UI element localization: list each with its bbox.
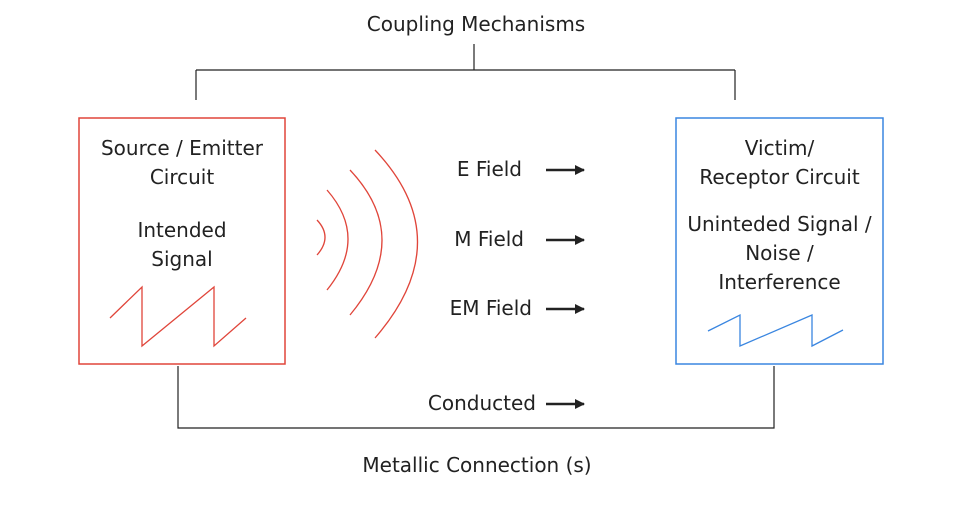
victim-title-line-2: Receptor Circuit [699, 165, 860, 189]
victim-signal-line-1: Uninteded Signal / [687, 212, 872, 236]
victim-signal-line-2: Noise / [745, 241, 814, 265]
intended-signal-waveform [109, 285, 247, 348]
source-signal-label: Intended Signal [79, 216, 285, 274]
metallic-connection-line [177, 366, 775, 429]
radiation-wave-4 [374, 149, 419, 339]
source-title-line-2: Circuit [149, 165, 215, 189]
radiation-wave-3 [349, 169, 383, 316]
source-signal-line-1: Intended [137, 218, 227, 242]
diagram-title: Coupling Mechanisms [366, 12, 586, 36]
victim-title-line-1: Victim/ [744, 136, 815, 160]
metallic-connection-label: Metallic Connection (s) [362, 453, 592, 477]
conducted-label: Conducted [427, 391, 536, 415]
victim-signal-label: Uninteded Signal / Noise / Interference [676, 210, 883, 297]
source-title: Source / Emitter Circuit [79, 134, 285, 192]
victim-signal-line-3: Interference [718, 270, 841, 294]
radiation-wave-2 [326, 189, 349, 291]
e-field-label: E Field [456, 157, 522, 181]
top-bracket [195, 44, 736, 100]
victim-box [675, 117, 884, 365]
source-signal-line-2: Signal [151, 247, 213, 271]
coupling-arrows [546, 165, 585, 409]
em-field-label: EM Field [449, 296, 532, 320]
source-box [78, 117, 286, 365]
source-title-line-1: Source / Emitter [100, 136, 264, 160]
radiation-wave-1 [316, 219, 326, 256]
noise-signal-waveform [707, 313, 844, 348]
radiation-waves [316, 149, 419, 339]
m-field-label: M Field [454, 227, 524, 251]
victim-title: Victim/ Receptor Circuit [676, 134, 883, 192]
